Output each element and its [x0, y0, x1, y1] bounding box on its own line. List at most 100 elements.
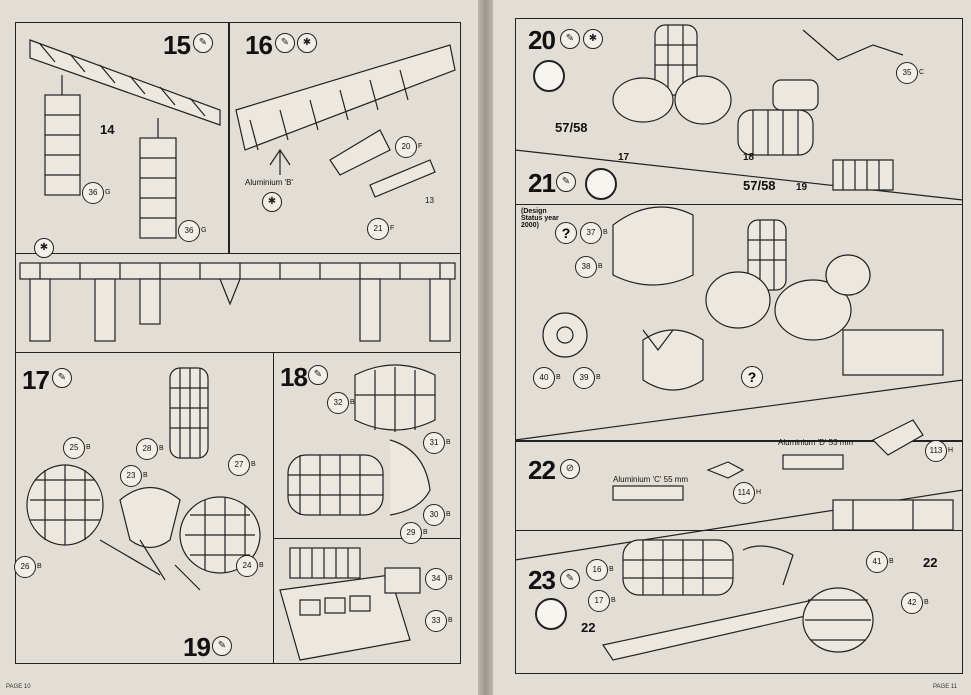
callout-letter: B — [598, 263, 603, 270]
callout-42: 42 — [901, 592, 923, 614]
aluminium-c-label: Aluminium 'C' 55 mm — [613, 475, 689, 484]
callout-letter: B — [446, 439, 451, 446]
part-number-19: 19 — [796, 182, 808, 193]
page-footer: PAGE 11 — [933, 684, 958, 690]
left-line-art — [19, 39, 456, 661]
glue-icon: ✎ — [556, 172, 576, 192]
step-20-number: 20 — [528, 25, 556, 55]
callout-34: 34 — [425, 568, 447, 590]
arrow-label-57-58: 57/58 — [555, 120, 588, 135]
callout-letter: C — [919, 69, 925, 76]
callout-letter: G — [105, 189, 111, 196]
aluminium-b-label: Aluminium 'B' — [245, 178, 293, 187]
callout-letter: B — [446, 511, 451, 518]
callout-letter: B — [448, 617, 453, 624]
callout-letter: B — [86, 444, 91, 451]
callout-113: 113 — [925, 440, 947, 462]
callout-30: 30 — [423, 504, 445, 526]
paint-icon: ✱ — [262, 192, 282, 212]
callout-24: 24 — [236, 555, 258, 577]
callout-38: 38 — [575, 256, 597, 278]
callout-39: 39 — [573, 367, 595, 389]
paint-icon: ✱ — [34, 238, 54, 258]
callout-28: 28 — [136, 438, 158, 460]
step-20-frame — [515, 18, 963, 205]
part-number-22: 22 — [581, 620, 596, 635]
step-19-frame — [273, 538, 461, 664]
glue-icon: ✎ — [275, 33, 295, 53]
book-spine — [478, 0, 493, 695]
right-instruction-page: 20 ✎ ✱ 21 ✎ 22 ⊘ 23 ✎ 57/58 57/58 17 18 … — [493, 0, 971, 695]
step-23-number: 23 — [528, 565, 556, 595]
callout-25: 25 — [63, 437, 85, 459]
glue-icon: ✎ — [52, 368, 72, 388]
clock-icon — [535, 598, 567, 630]
right-line-art — [514, 24, 964, 661]
callout-29: 29 — [400, 522, 422, 544]
callout-36: 36 — [178, 220, 200, 242]
callout-32: 32 — [327, 392, 349, 414]
glue-icon: ✎ — [308, 365, 328, 385]
callout-letter: B — [423, 529, 428, 536]
step-17-number: 17 — [22, 365, 50, 395]
callout-letter: B — [251, 461, 256, 468]
glue-icon: ✎ — [193, 33, 213, 53]
callout-letter: B — [889, 558, 894, 565]
part-number-18: 18 — [743, 152, 755, 163]
callout-letter: H — [948, 447, 954, 454]
callout-16: 16 — [586, 559, 608, 581]
callout-letter: F — [418, 143, 423, 150]
step-16-number: 16 — [245, 30, 273, 60]
step-21-number: 21 — [528, 168, 556, 198]
callout-letter: B — [556, 374, 561, 381]
step-19-number: 19 — [183, 632, 211, 662]
design-status-note: (Design Status year 2000) — [521, 208, 559, 229]
callout-40: 40 — [533, 367, 555, 389]
callout-letter: B — [448, 575, 453, 582]
part-number-17: 17 — [618, 152, 630, 163]
callout-33: 33 — [425, 610, 447, 632]
callout-31: 31 — [423, 432, 445, 454]
callout-letter: B — [350, 399, 355, 406]
step-15-number: 15 — [163, 30, 191, 60]
callout-17: 17 — [588, 590, 610, 612]
no-glue-icon: ⊘ — [560, 459, 580, 479]
clock-icon — [585, 168, 617, 200]
callout-27: 27 — [228, 454, 250, 476]
left-instruction-page: 15 ✎ 16 ✎ ✱ 17 ✎ 18 ✎ 19 ✎ ✱ ✱ 14 Alumin… — [0, 0, 478, 695]
callout-21: 21 — [367, 218, 389, 240]
paint-icon: ✱ — [297, 33, 317, 53]
callout-letter: B — [609, 566, 614, 573]
callout-23: 23 — [120, 465, 142, 487]
arrow-label-57-58: 57/58 — [743, 178, 776, 193]
callout-20: 20 — [395, 136, 417, 158]
glue-icon: ✎ — [560, 29, 580, 49]
glue-icon: ✎ — [212, 636, 232, 656]
clock-icon — [533, 60, 565, 92]
glue-icon: ✎ — [560, 569, 580, 589]
page-footer: PAGE 10 — [6, 684, 31, 690]
callout-letter: B — [259, 562, 264, 569]
callout-35: 35 — [896, 62, 918, 84]
part-number-14: 14 — [100, 122, 115, 137]
callout-114: 114 — [733, 482, 755, 504]
callout-letter: B — [37, 563, 42, 570]
callout-letter: H — [756, 489, 762, 496]
callout-letter: F — [390, 225, 395, 232]
question-icon: ? — [741, 366, 763, 388]
callout-26: 26 — [14, 556, 36, 578]
callout-letter: B — [596, 374, 601, 381]
aluminium-d-label: Aluminium 'D' 53 mm — [778, 438, 854, 447]
callout-letter: B — [143, 472, 148, 479]
callout-letter: G — [201, 227, 207, 234]
callout-36: 36 — [82, 182, 104, 204]
step-18-number: 18 — [280, 362, 308, 392]
step-22-number: 22 — [528, 455, 556, 485]
callout-letter: B — [603, 229, 608, 236]
step-21-frame — [515, 150, 963, 441]
callout-letter: B — [159, 445, 164, 452]
callout-37: 37 — [580, 222, 602, 244]
question-icon: ? — [555, 222, 577, 244]
part-number-22: 22 — [923, 555, 938, 570]
callout-41: 41 — [866, 551, 888, 573]
